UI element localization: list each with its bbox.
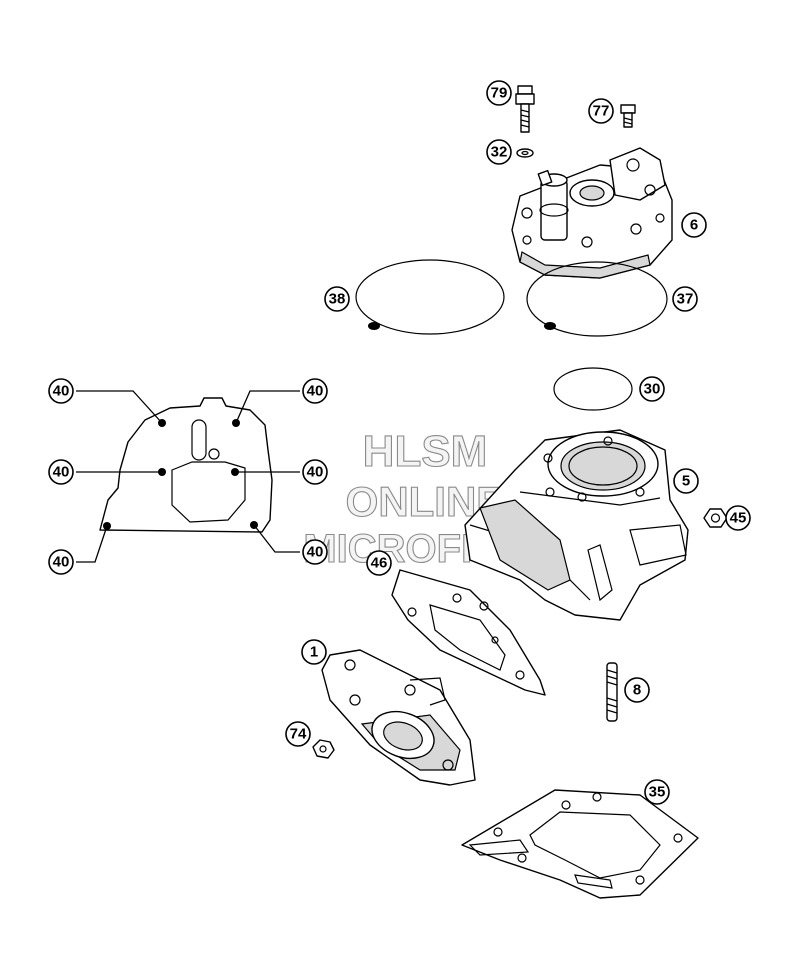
intake-flange-1[interactable]	[321, 649, 476, 786]
callout-label: 8	[633, 682, 641, 699]
callout-6[interactable]: 6	[681, 212, 707, 238]
base-gasket-35[interactable]	[461, 789, 699, 899]
gasket-plate-40[interactable]	[99, 397, 273, 533]
callout-77[interactable]: 77	[588, 98, 614, 124]
callout-label: 46	[371, 555, 388, 572]
callout-label: 38	[329, 291, 346, 308]
callout-label: 40	[307, 464, 324, 481]
callout-label: 40	[53, 383, 70, 400]
callout-5[interactable]: 5	[673, 468, 699, 494]
callout-label: 40	[307, 544, 324, 561]
callout-32[interactable]: 32	[486, 139, 512, 165]
leader-lines	[76, 390, 300, 563]
callout-label: 77	[593, 103, 610, 120]
o-ring-38[interactable]	[355, 259, 505, 335]
bolt-77[interactable]	[620, 104, 636, 128]
watermark-line-1: HLSM	[363, 427, 488, 476]
callout-label: 30	[644, 381, 661, 398]
callout-40-mid-left[interactable]: 40	[48, 459, 74, 485]
callout-label: 45	[730, 510, 747, 527]
callout-label: 79	[491, 85, 508, 102]
callout-79[interactable]: 79	[486, 80, 512, 106]
callout-40-mid-right[interactable]: 40	[302, 459, 328, 485]
callout-40-top-left[interactable]: 40	[48, 378, 74, 404]
nut-74[interactable]	[312, 739, 335, 759]
callout-label: 1	[310, 644, 318, 661]
callout-40-top-right[interactable]: 40	[302, 378, 328, 404]
callout-label: 35	[649, 784, 666, 801]
stud-8[interactable]	[606, 662, 618, 722]
o-ring-37[interactable]	[526, 261, 668, 337]
callout-8[interactable]: 8	[624, 677, 650, 703]
callout-1[interactable]: 1	[301, 639, 327, 665]
callout-label: 37	[677, 291, 694, 308]
callout-label: 32	[491, 144, 508, 161]
bolt-79[interactable]	[515, 85, 535, 133]
callout-label: 40	[53, 554, 70, 571]
cylinder-5[interactable]	[464, 429, 689, 621]
callout-45[interactable]: 45	[725, 505, 751, 531]
gasket-46[interactable]	[391, 569, 546, 696]
callout-label: 6	[690, 217, 698, 234]
callout-label: 74	[290, 726, 307, 743]
gasket-ring-30[interactable]	[553, 367, 633, 411]
callout-35[interactable]: 35	[644, 779, 670, 805]
callout-label: 40	[53, 464, 70, 481]
callout-38[interactable]: 38	[324, 286, 350, 312]
nut-45[interactable]	[703, 508, 728, 528]
callout-label: 5	[682, 473, 690, 490]
callout-40-bottom-left[interactable]: 40	[48, 549, 74, 575]
washer-32[interactable]	[516, 148, 534, 158]
callout-30[interactable]: 30	[639, 376, 665, 402]
callout-40-bottom-right[interactable]: 40	[302, 539, 328, 565]
cylinder-head-6[interactable]	[511, 147, 673, 279]
callout-label: 40	[307, 383, 324, 400]
callout-37[interactable]: 37	[672, 286, 698, 312]
callout-74[interactable]: 74	[285, 721, 311, 747]
callout-46[interactable]: 46	[366, 550, 392, 576]
